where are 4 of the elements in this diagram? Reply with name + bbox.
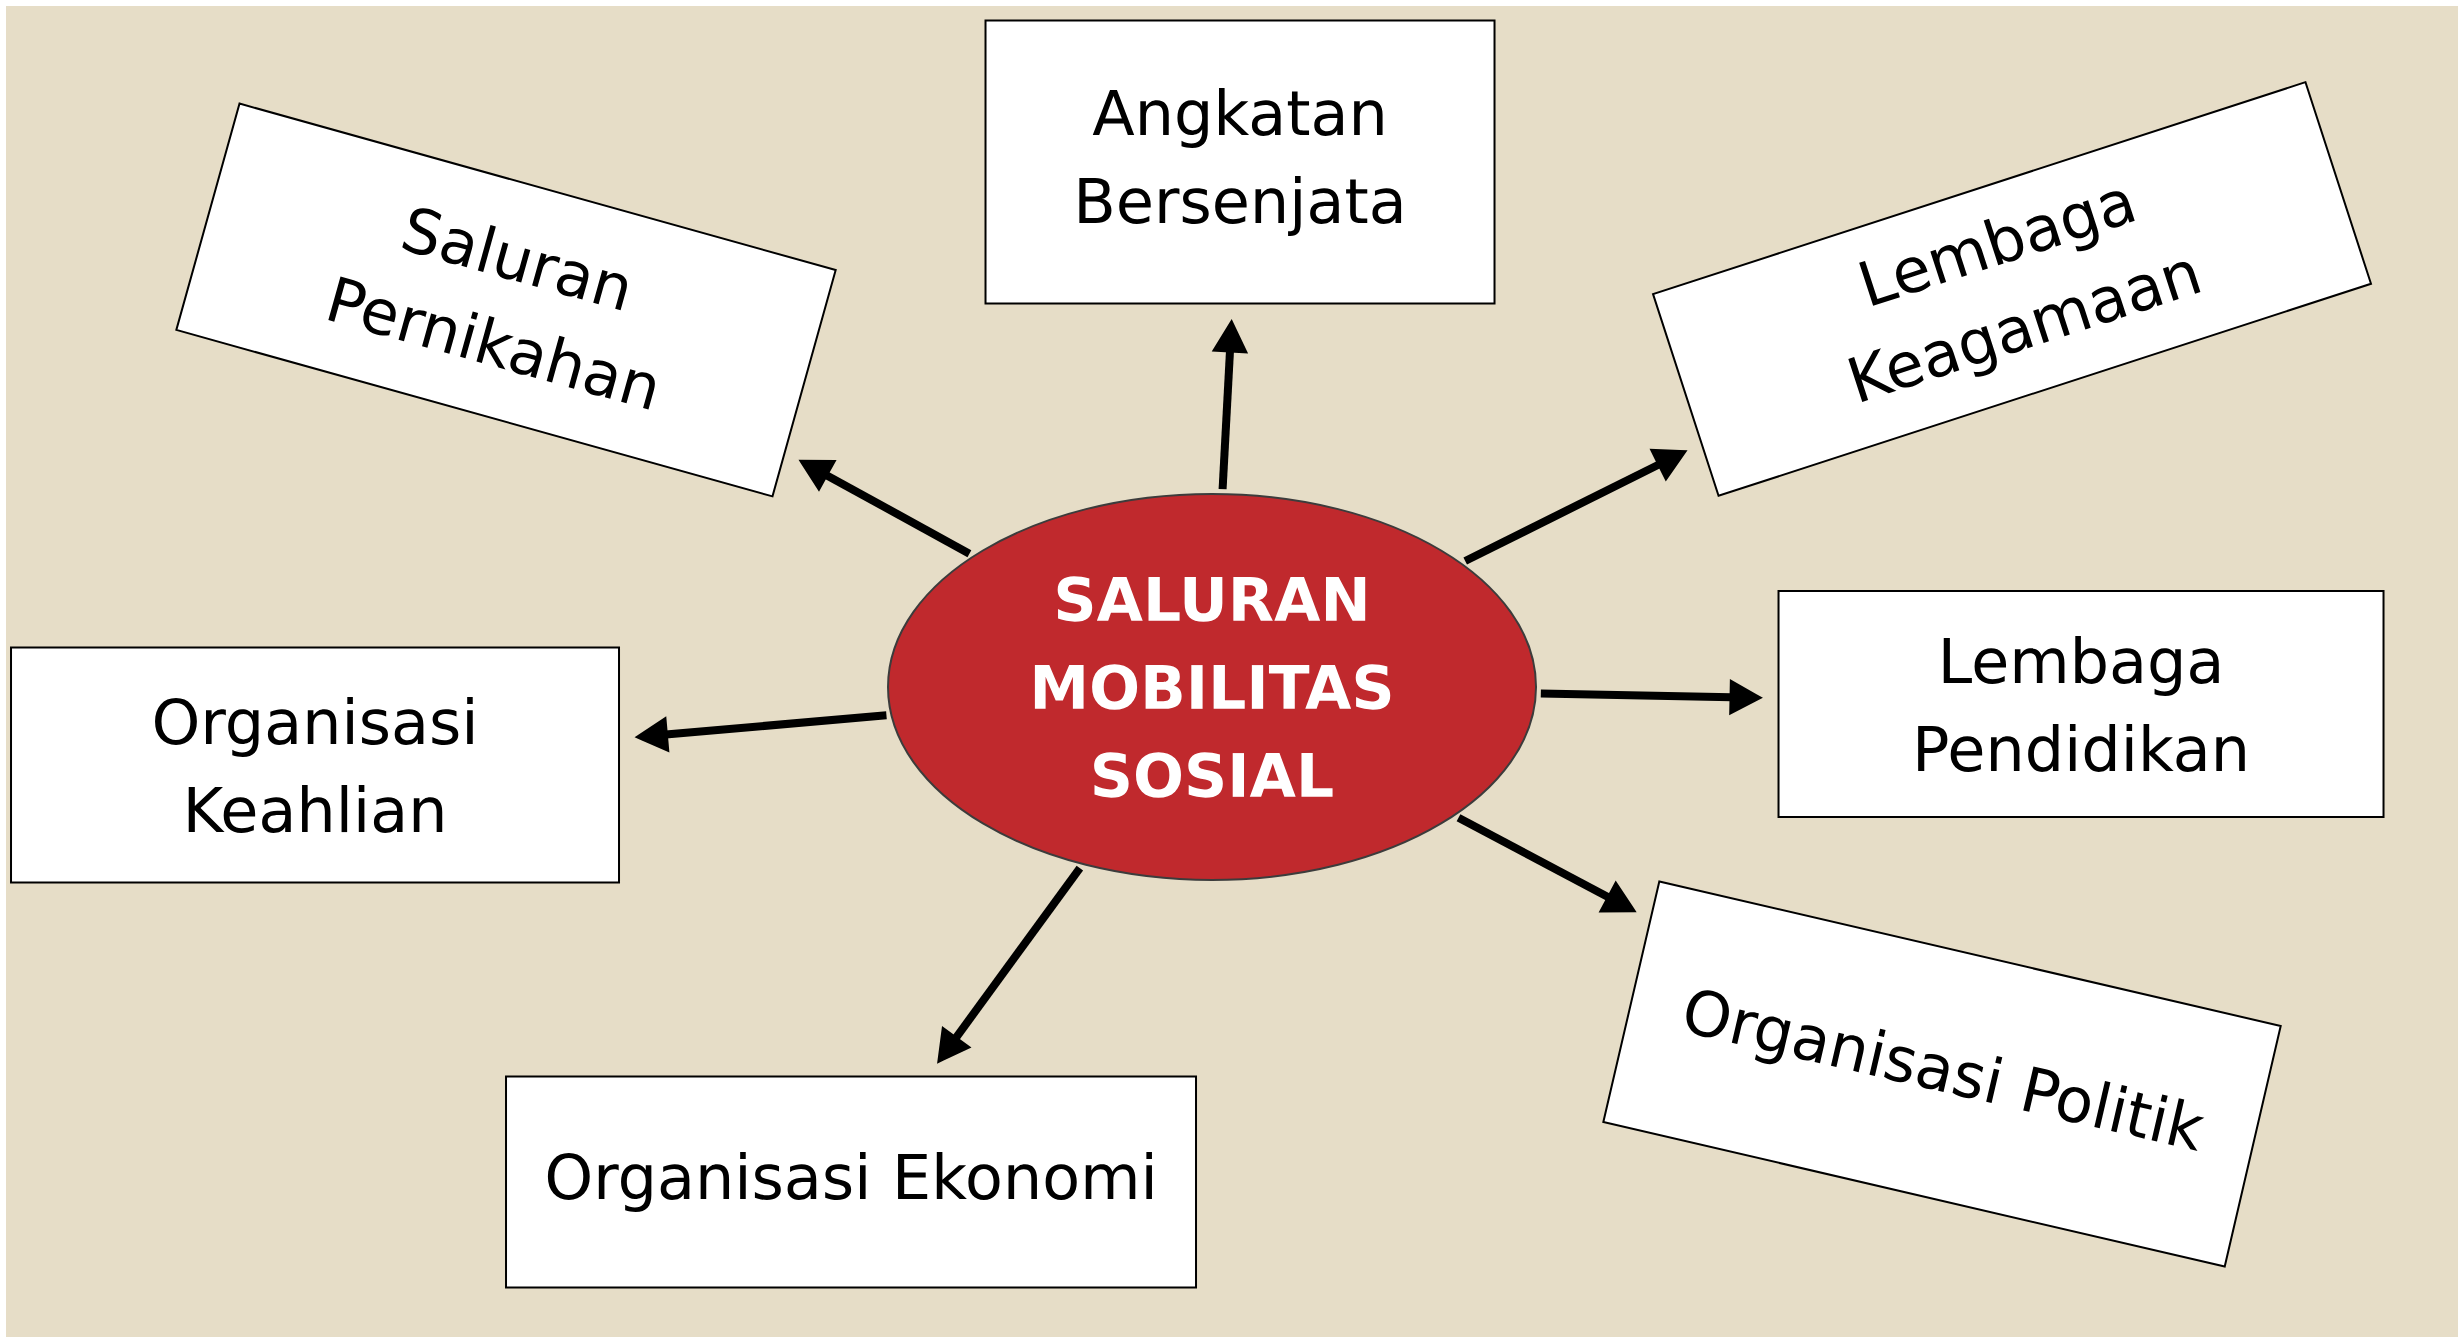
label-box: Angkatan Bersenjata [984, 19, 1496, 305]
label-box: Organisasi Ekonomi [505, 1075, 1197, 1289]
label-box: Lembaga Pendidikan [1777, 590, 2385, 818]
label-box: Organisasi Keahlian [10, 646, 620, 884]
